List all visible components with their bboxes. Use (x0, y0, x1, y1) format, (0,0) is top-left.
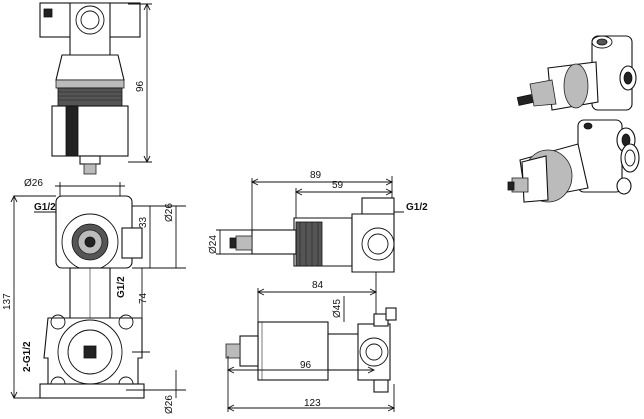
dim-side-top-59: 59 (332, 180, 344, 191)
dim-front-dia-bottom: Ø26 (164, 395, 175, 414)
dim-front-dia-right: Ø26 (164, 203, 175, 222)
dim-side-123: 123 (304, 398, 321, 409)
dim-side-top-89: 89 (310, 170, 322, 181)
dim-front-spacing-74: 74 (138, 292, 149, 304)
cartridge-view: 96 (39, 2, 152, 175)
dim-front-spacing-33: 33 (138, 216, 149, 228)
dim-side-84: 84 (312, 280, 324, 291)
thread-lines (57, 87, 123, 107)
dim-front-dia-top: Ø26 (24, 178, 43, 189)
isometric-upper (516, 35, 637, 111)
dim-front-total: 137 (2, 293, 13, 310)
isometric-views (507, 35, 640, 203)
label-side-thread: G1/2 (406, 202, 428, 213)
label-front-thread-bottom: 2-G1/2 (22, 341, 33, 372)
dim-side-96: 96 (300, 360, 312, 371)
label-front-thread-top: G1/2 (34, 202, 56, 213)
dim-side-dia-45: Ø45 (332, 299, 343, 318)
front-view: Ø26 G1/2 33 Ø26 (2, 178, 186, 414)
side-view: 89 59 G1/2 Ø24 84 (208, 170, 428, 412)
dim-side-dia-24: Ø24 (208, 235, 219, 254)
label-front-thread-mid: G1/2 (116, 276, 127, 298)
isometric-lower (507, 119, 640, 203)
dim-top-height: 96 (135, 80, 146, 92)
